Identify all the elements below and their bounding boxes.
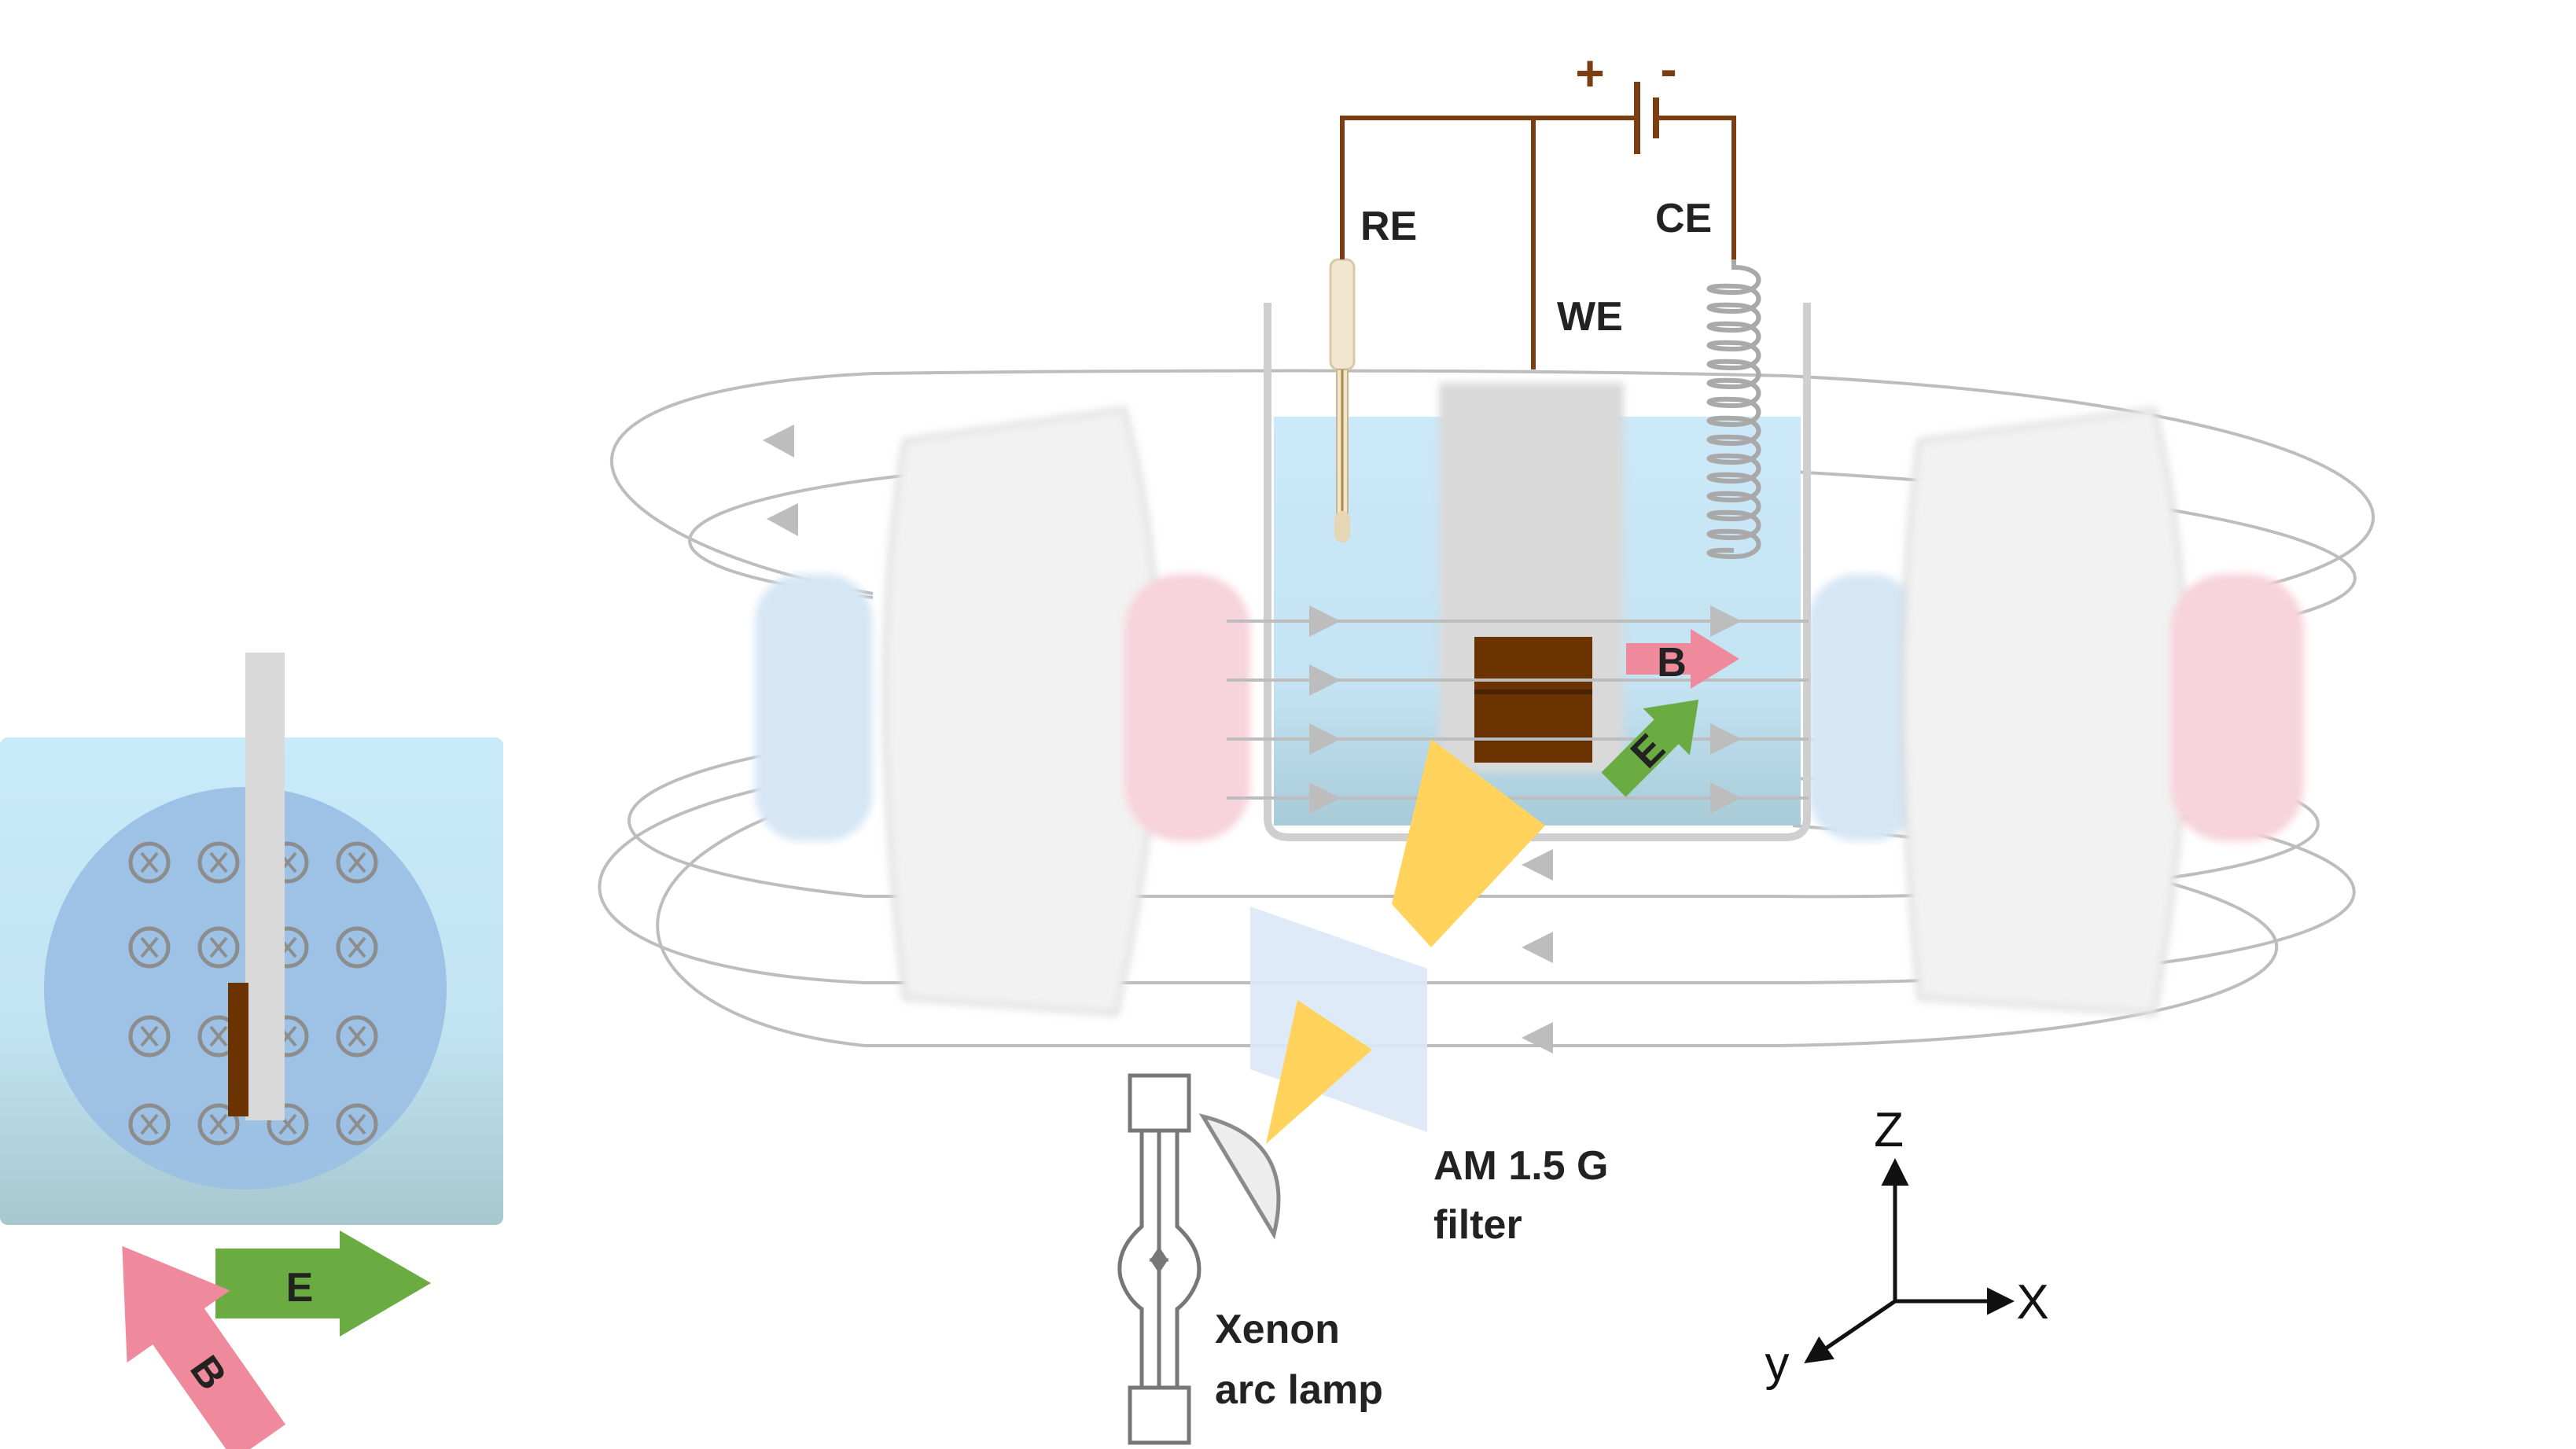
cross-symbol-mark [209, 851, 228, 873]
cross-symbol-icon [128, 1103, 171, 1146]
lamp-reflector [1198, 1113, 1281, 1240]
cell-e-arrow [1601, 699, 1699, 797]
field-arrow-1 [763, 425, 794, 458]
reference-electrode [1329, 258, 1356, 542]
battery-icon [1634, 82, 1659, 154]
cross-symbol-icon [128, 841, 171, 884]
xenon-lamp-icon [1117, 1073, 1202, 1445]
cross-symbol-icon [267, 1103, 309, 1146]
light-beam-upper [1392, 739, 1545, 947]
cross-symbol-icon [128, 1015, 171, 1057]
field-arrow-5 [1522, 1022, 1553, 1054]
top-view-e-arrow [215, 1230, 431, 1337]
axis-y-label: y [1765, 1337, 1790, 1391]
right-electromagnet [1809, 406, 2304, 1017]
cross-symbol-mark [140, 851, 159, 873]
axis-x-label: X [2016, 1275, 2048, 1329]
top-view-working-electrode [245, 653, 285, 1120]
magnetic-field-into-page-grid [128, 841, 378, 1146]
light-beam-lower [1266, 1000, 1372, 1144]
cross-symbol-mark [140, 1025, 159, 1047]
spring-icon [1706, 259, 1761, 560]
filter-label-line2: filter [1433, 1202, 1522, 1248]
filter-label-line1: AM 1.5 G [1433, 1143, 1609, 1189]
cross-symbol-icon [336, 841, 378, 884]
ce-label: CE [1655, 196, 1712, 241]
cross-symbol-icon [197, 1103, 240, 1146]
top-view-b-arrow [122, 1245, 286, 1449]
cross-symbol-icon [336, 1015, 378, 1057]
cross-symbol-icon [336, 1103, 378, 1146]
lamp-label-line1: Xenon [1215, 1307, 1340, 1352]
cross-symbol-mark [348, 851, 366, 873]
axis-z-label: Z [1874, 1103, 1904, 1157]
coordinate-axes [1804, 1158, 2015, 1363]
cell-b-label: B [1657, 640, 1687, 686]
cell-walls [1264, 303, 1811, 841]
cross-symbol-mark [209, 936, 228, 958]
cell-b-arrow [1626, 629, 1739, 689]
cross-symbol-icon [197, 841, 240, 884]
field-lines-through-cell [1227, 605, 1809, 814]
battery-plus-label: + [1575, 45, 1604, 101]
cross-symbol-icon [336, 926, 378, 969]
top-view-sample [228, 983, 248, 1116]
field-arrow-2 [767, 503, 798, 536]
top-view-panel: E B [0, 653, 503, 1449]
cross-symbol-mark [140, 936, 159, 958]
field-arrow-3 [1522, 849, 1553, 881]
cross-symbol-mark [140, 1113, 159, 1135]
cross-symbol-icon [197, 926, 240, 969]
re-label: RE [1360, 204, 1417, 249]
cross-symbol-mark [348, 936, 366, 958]
photoelectrode-sample [1474, 637, 1592, 763]
cross-symbol-mark [209, 1025, 228, 1047]
we-label: WE [1557, 294, 1623, 340]
cross-symbol-mark [348, 1025, 366, 1047]
battery-minus-label: - [1660, 41, 1676, 97]
cross-symbol-mark [209, 1113, 228, 1135]
field-arrow-4 [1522, 932, 1553, 963]
top-view-e-label: E [286, 1265, 314, 1311]
potentiostat-circuit [1340, 116, 1736, 370]
lamp-label-line2: arc lamp [1215, 1367, 1383, 1413]
cross-symbol-icon [128, 926, 171, 969]
electrochemical-cell [1227, 258, 1811, 841]
left-electromagnet [755, 406, 1250, 1017]
cross-symbol-mark [348, 1113, 366, 1135]
